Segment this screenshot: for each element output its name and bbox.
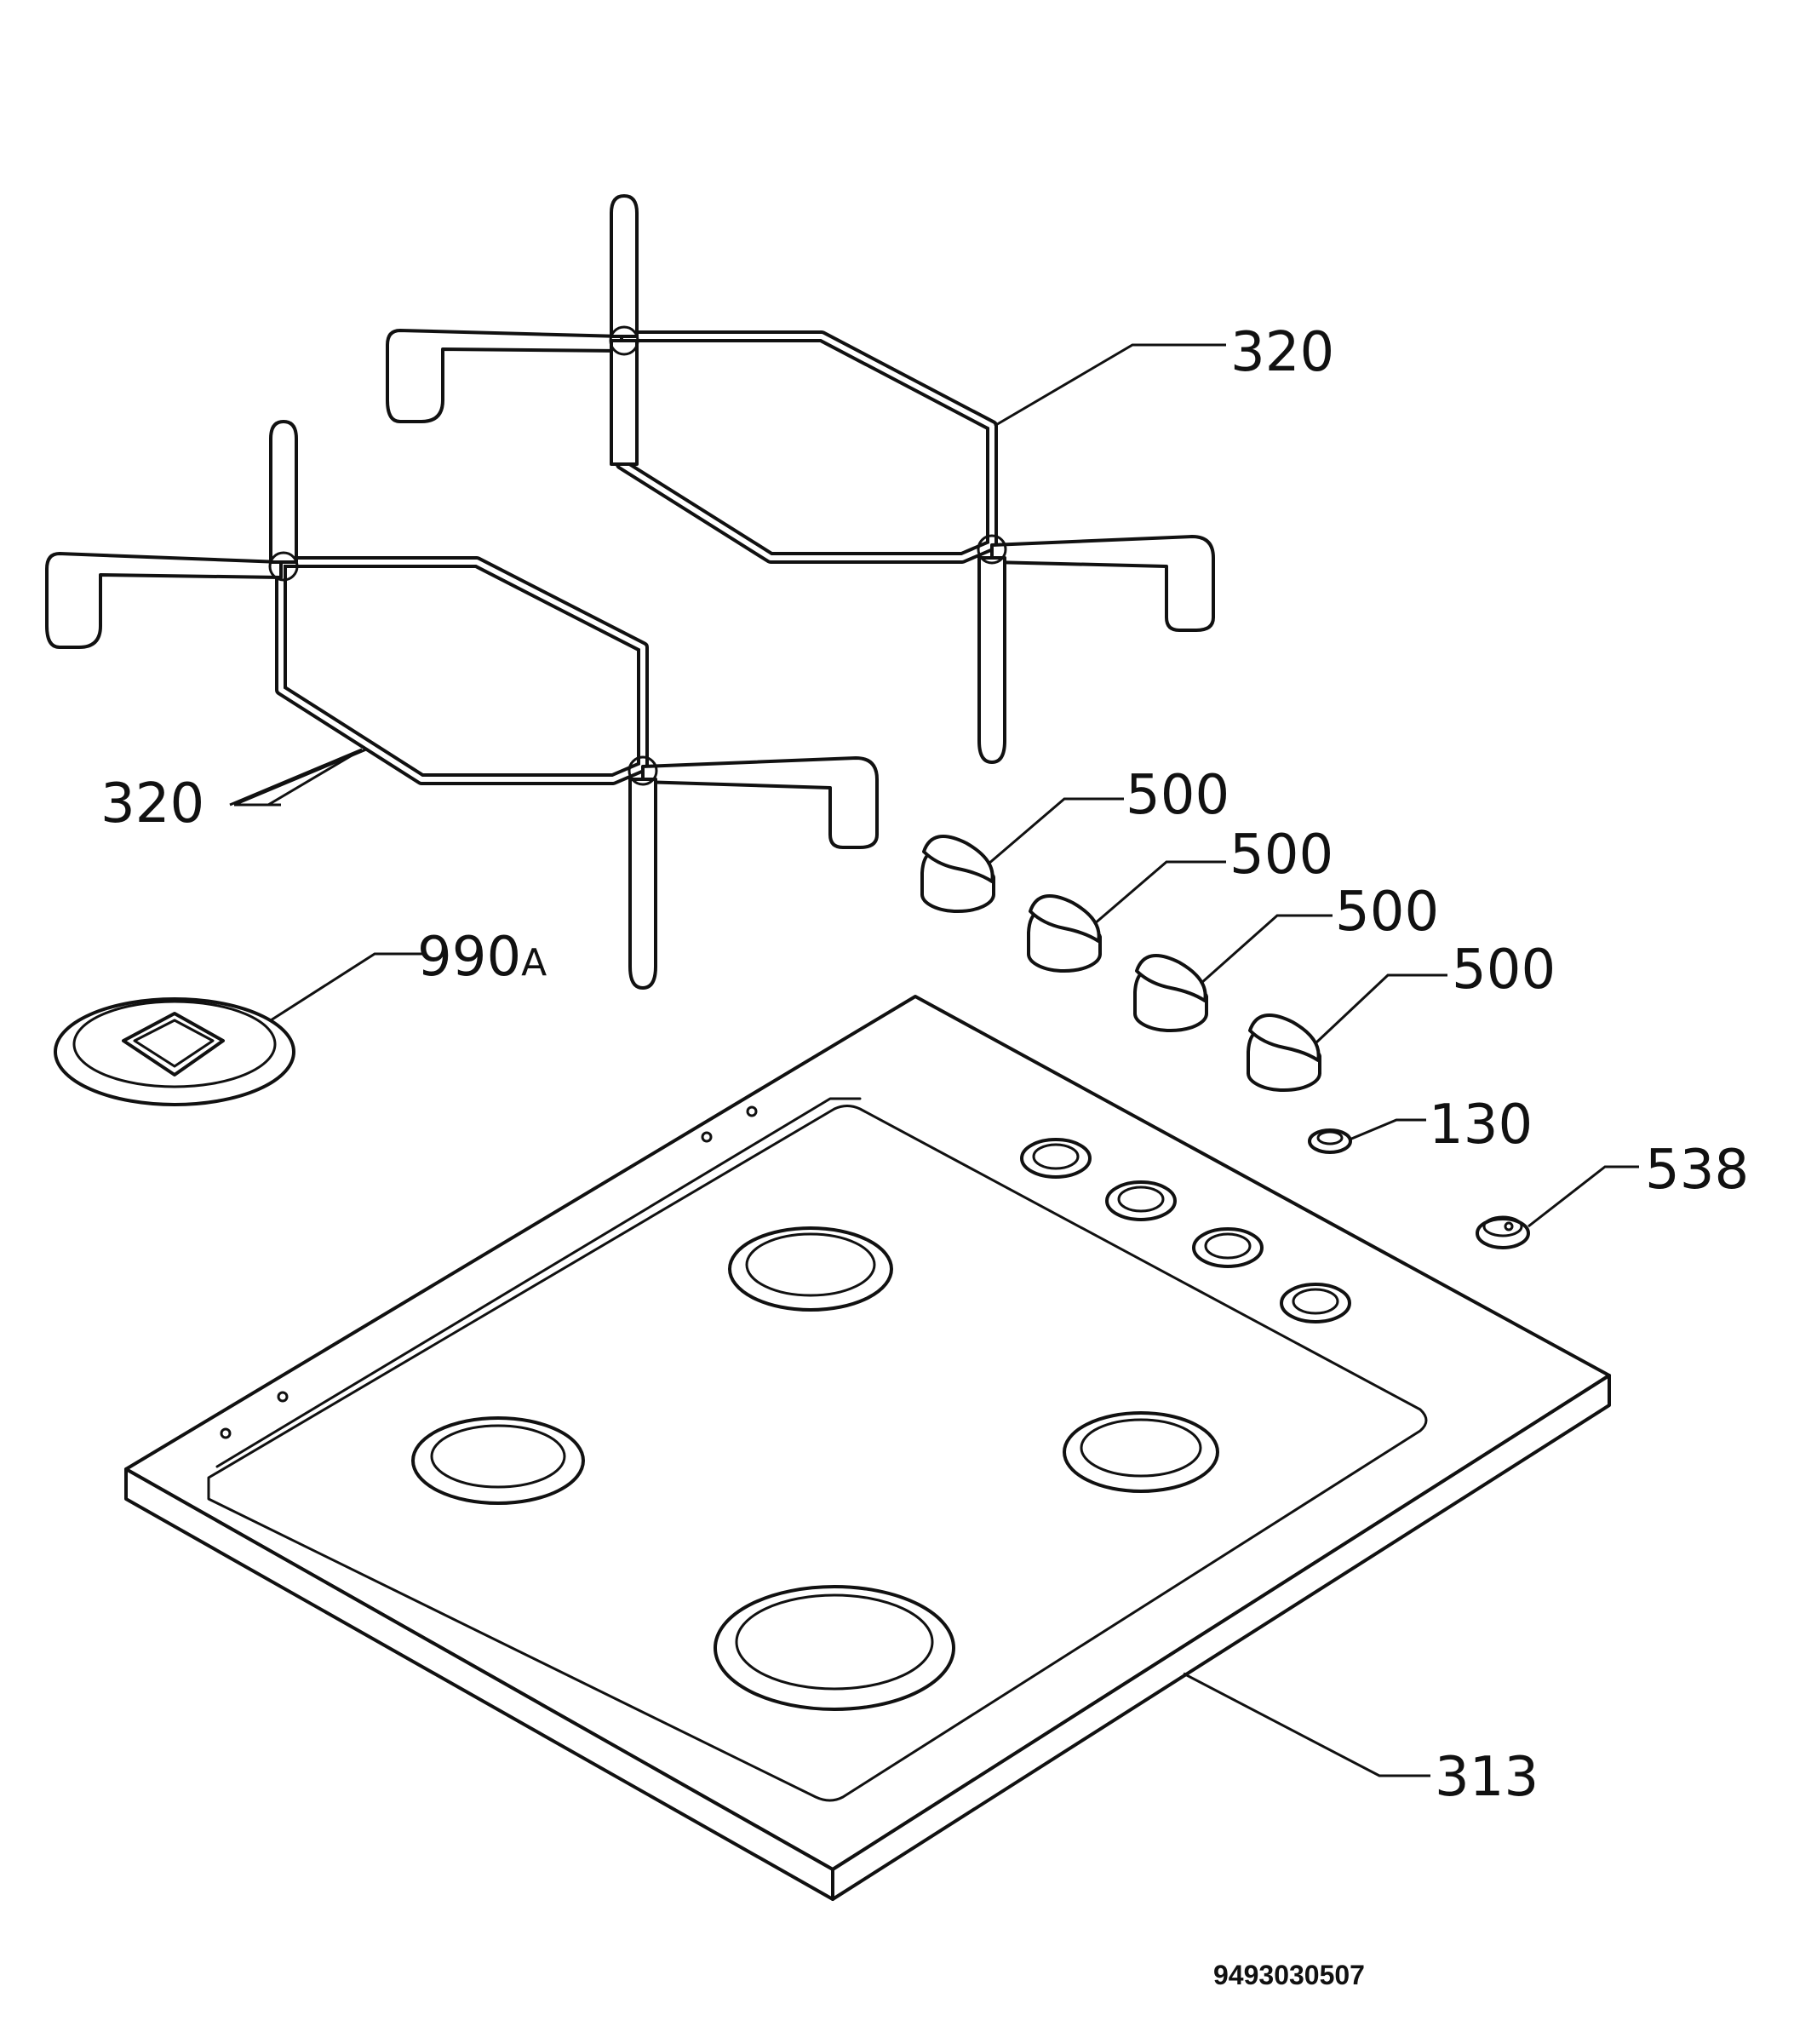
knob-holes	[1020, 1138, 1351, 1323]
callout-knob-2: 500	[1229, 824, 1333, 887]
callout-bushing: 538	[1645, 1139, 1749, 1202]
hob-top-plate	[124, 995, 1611, 1901]
callout-labels: 320 320 500 500 500 500 990A 130 538 313	[100, 321, 1749, 1809]
callout-grid-lower: 320	[100, 772, 204, 835]
document-number: 9493030507	[1213, 1960, 1365, 1990]
burner-ring-front	[714, 1585, 955, 1711]
callout-grid-upper: 320	[1230, 321, 1334, 384]
callout-knob-1: 500	[1126, 764, 1229, 827]
callout-cover-disc-suffix: A	[521, 941, 547, 985]
callout-cover-disc: 990A	[417, 926, 547, 989]
burner-ring-left	[411, 1416, 585, 1505]
burner-ring-rear	[728, 1226, 893, 1312]
burner-ring-right	[1063, 1411, 1219, 1493]
callout-hob-top: 313	[1435, 1746, 1539, 1809]
control-knob-4	[1247, 1013, 1321, 1092]
control-knob-2	[1027, 894, 1102, 973]
pan-support-grid-lower	[45, 420, 879, 990]
spring-part	[1308, 1128, 1352, 1154]
pan-support-grid-upper	[386, 194, 1215, 764]
callout-knob-4: 500	[1452, 939, 1556, 1002]
cover-disc	[54, 997, 295, 1106]
leader-lines	[229, 343, 1639, 1777]
bushing-part	[1476, 1215, 1530, 1249]
callout-spring: 130	[1429, 1094, 1533, 1157]
control-knob-3	[1133, 954, 1208, 1032]
callout-cover-disc-number: 990	[417, 926, 521, 989]
callout-knob-3: 500	[1335, 881, 1439, 944]
control-knob-1	[920, 835, 995, 913]
